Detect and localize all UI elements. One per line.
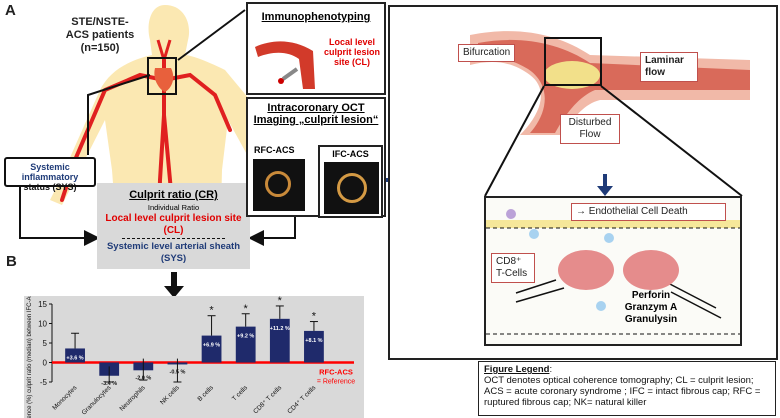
category-label: Neutrophils [119,384,148,413]
ratio-divider [122,238,225,239]
zoom-lines-c [484,85,743,197]
value-label: +11.2 % [270,326,290,332]
chart-bar [304,330,324,363]
immuno-local-note: Local level culprit lesion site (CL) [318,37,386,67]
systemic-level-label: Systemic level arterial sheath (SYS) [97,241,250,265]
panel-label-b: B [6,253,17,270]
legend-colon: : [549,364,553,375]
value-label: +8.1 % [305,338,322,344]
y-tick-label: 5 [43,339,48,348]
figure-legend: Figure Legend: OCT denotes optical coher… [478,361,776,416]
legend-text: OCT denotes optical coherence tomography… [484,375,761,408]
culprit-ratio-chart: Difference (%) culprit ratio (median) be… [27,296,355,418]
category-label: CD8⁺ T cells [252,384,283,415]
patients-line-1: STE/NSTE- [71,16,129,28]
chart-bar [235,326,256,363]
y-axis-label: Difference (%) culprit ratio (median) be… [27,296,33,418]
chart-bar [65,348,85,363]
cd8-tcells-label: CD8⁺ T-Cells [491,253,535,283]
category-label: Granulocytes [81,384,114,417]
category-label: CD4⁺ T cells [286,384,317,415]
category-label: B cells [196,384,215,403]
local-level-line-2: (CL) [163,225,184,236]
systemic-line-1: Systemic inflammatory [21,162,79,182]
immunophenotyping-box: Immunophenotyping Local level culprit le… [246,2,386,95]
value-label: -3.4 % [101,381,117,387]
systemic-inflammatory-box: Systemic inflammatory status (SYS) [4,157,96,192]
endothelium-zoom-box: → Endothelial Cell Death CD8⁺ T-Cells Pe… [484,196,742,346]
panel-label-a: A [5,2,16,19]
rfc-acs-label: RFC-ACS [254,145,295,155]
vessel-illustration [470,31,750,135]
chart-bar [269,318,290,363]
oct-title-line-2: Imaging „culprit lesion“ [253,114,379,126]
y-tick-label: 15 [38,300,47,309]
local-level-label: Local level culprit lesion site (CL) [97,213,250,237]
disturbed-line-2: Flow [579,129,601,140]
ifc-acs-label: IFC-ACS [332,149,369,159]
immuno-note-line-2: culprit lesion [323,47,380,57]
value-label: +9.2 % [237,334,254,340]
zoom-lines [87,9,246,155]
patients-line-2: ACS patients [65,29,135,41]
perforin-line-1: Perforin [631,290,671,301]
bifurcation-label: Bifurcation [458,44,516,62]
value-label: +3.6 % [66,355,83,361]
culprit-ratio-box: Culprit ratio (CR) Individual Ratio Loca… [97,183,250,269]
immuno-note-line-1: Local level [328,37,376,47]
y-tick-label: -5 [40,378,48,387]
value-label: +6.9 % [203,343,220,349]
category-label: Monocytes [51,384,79,412]
oct-ifc-box: IFC-ACS [318,145,383,218]
perforin-label: Perforin Granzym A Granulysin [606,290,696,326]
heart-icon [154,68,174,92]
endothelial-death-label: → Endothelial Cell Death [571,203,726,221]
reference-label-1: RFC-ACS [319,368,353,377]
local-level-line-1: Local level culprit lesion site [105,213,242,224]
cd8-line-1: CD8⁺ [496,256,522,267]
patients-line-3: (n=150) [80,42,120,54]
carotid-arteries [156,39,172,66]
immuno-note-line-3: site (CL) [334,57,370,67]
culprit-ratio-title: Culprit ratio (CR) [129,189,218,201]
significance-star: * [209,305,214,317]
significance-star: * [312,311,317,323]
systemic-level-line-2: (SYS) [160,253,187,264]
culprit-ratio-subtitle: Individual Ratio [147,203,200,212]
oct-image-ifc [324,162,379,214]
laminar-flow-label: Laminar flow [640,52,698,82]
y-tick-label: 0 [43,359,48,368]
systemic-level-line-1: Systemic level arterial sheath [106,241,241,252]
legend-title: Figure Legend [484,364,550,375]
oct-title-line-1: Intracoronary OCT [267,102,365,114]
immunophenotyping-title: Immunophenotyping [261,11,371,23]
chart-bar [201,335,222,363]
reference-label-2: = Reference [317,379,355,386]
perforin-line-3: Granulysin [624,314,678,325]
value-label: -0.5 % [169,369,185,375]
endothelium-illustration [486,209,740,335]
cd8-line-2: T-Cells [496,268,528,279]
category-label: T cells [231,384,250,403]
zoom-box [544,37,602,86]
disturbed-line-1: Disturbed [568,117,612,128]
disturbed-flow-label: Disturbed Flow [560,114,620,144]
y-tick-label: 10 [38,320,47,329]
oct-title: Intracoronary OCT Imaging „culprit lesio… [248,102,384,126]
systemic-line-2: status (SYS) [23,182,77,192]
significance-star: * [244,303,249,315]
category-label: NK cells [159,384,181,406]
oct-image-rfc [253,159,305,211]
value-label: -2.0 % [135,375,151,381]
significance-star: * [278,296,283,307]
catheter-illustration [255,41,315,89]
perforin-line-2: Granzym A [624,302,678,313]
patients-label: STE/NSTE- ACS patients (n=150) [50,16,150,55]
